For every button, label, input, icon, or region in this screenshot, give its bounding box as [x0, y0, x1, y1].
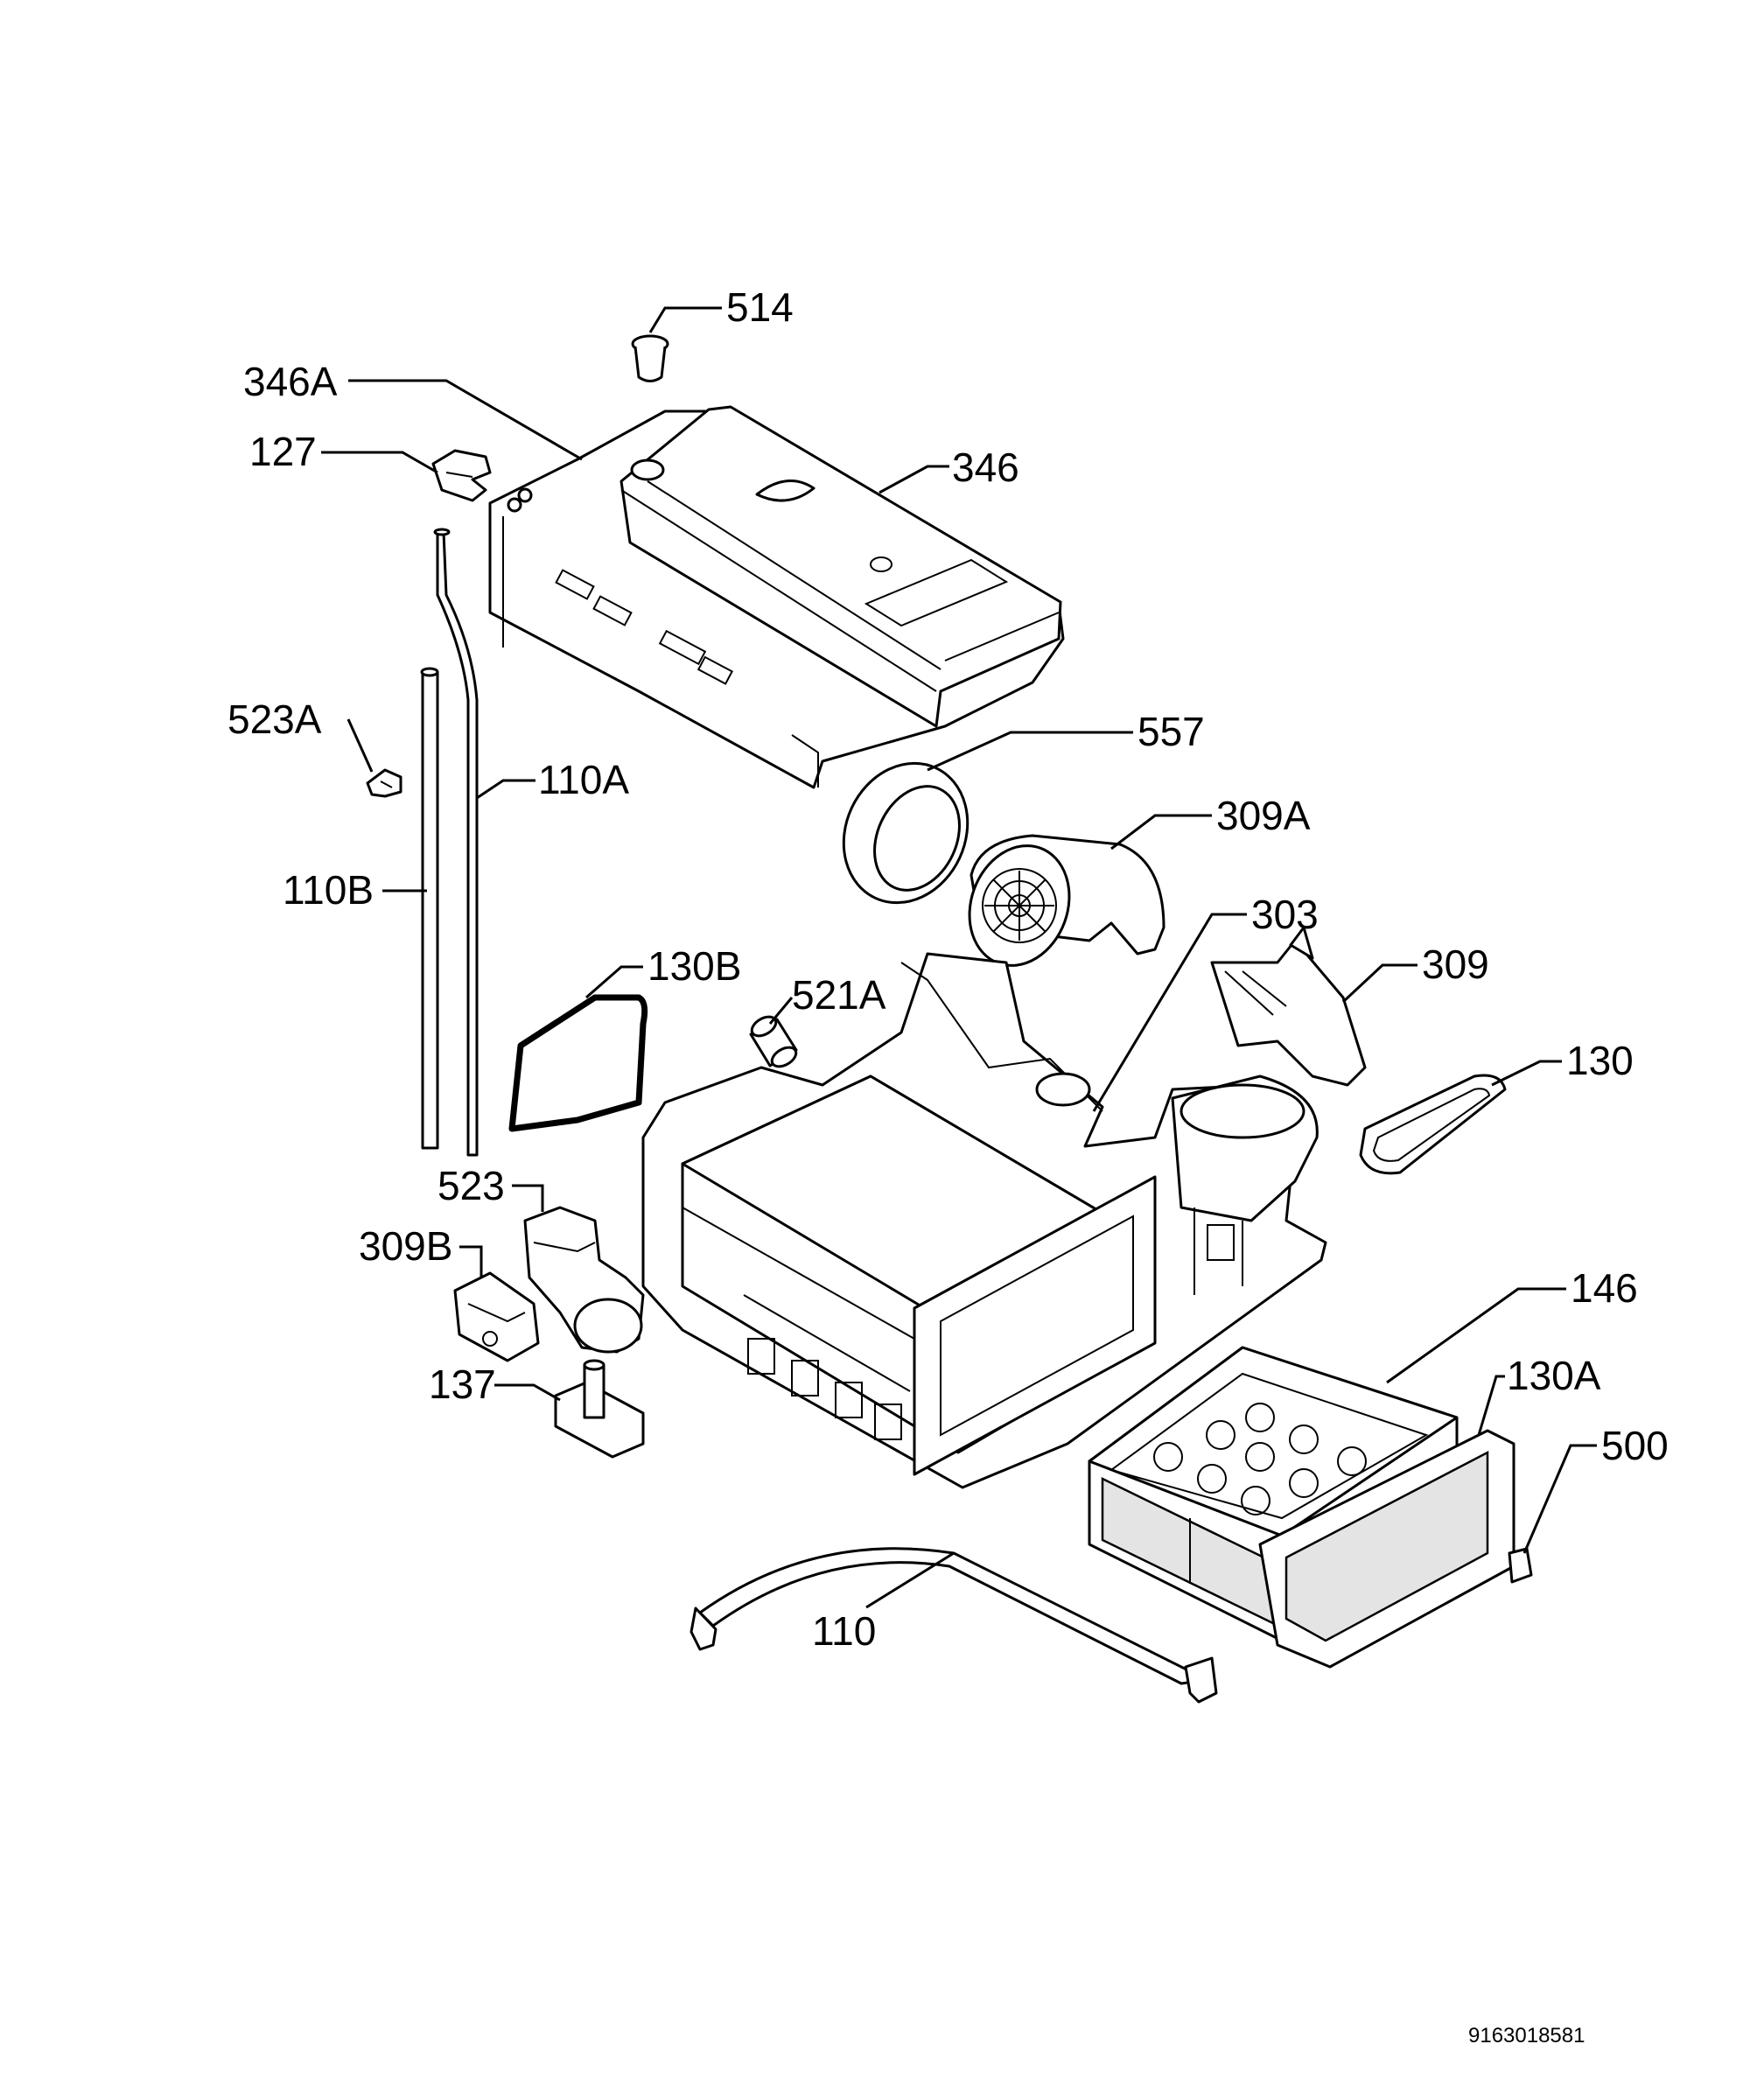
part-127-clip[interactable]: [431, 449, 492, 502]
leader-146: [1386, 1287, 1566, 1384]
leader-557: [927, 731, 1133, 772]
label-110B: 110B: [283, 867, 374, 913]
label-309A: 309A: [1216, 793, 1311, 838]
part-303-base-housing[interactable]: [641, 952, 1327, 1489]
part-309-fan-cover[interactable]: [1210, 926, 1367, 1087]
part-500-knob[interactable]: [1508, 1547, 1533, 1584]
label-557: 557: [1138, 709, 1205, 754]
label-110: 110: [812, 1608, 876, 1654]
part-309A-fan-housing[interactable]: [953, 831, 1166, 979]
label-346: 346: [952, 444, 1019, 490]
part-110-drain-hose[interactable]: [690, 1547, 1218, 1704]
part-labels: 514 346A 127 346 523A 110A 557 309A 110B…: [228, 284, 1669, 1654]
label-309: 309: [1422, 942, 1489, 987]
label-303: 303: [1251, 892, 1319, 937]
label-521A: 521A: [792, 972, 886, 1018]
label-523: 523: [438, 1163, 505, 1208]
leader-500: [1522, 1444, 1597, 1554]
part-309B-pump-cover[interactable]: [453, 1271, 540, 1362]
part-557-seal-ring[interactable]: [822, 743, 990, 923]
label-346A: 346A: [243, 359, 338, 404]
label-130: 130: [1566, 1038, 1634, 1083]
part-130B-gasket[interactable]: [508, 994, 648, 1132]
leader-309B: [459, 1245, 483, 1278]
part-523-pump[interactable]: [523, 1206, 645, 1354]
leader-110A: [476, 779, 536, 800]
leader-lines: [321, 306, 1597, 1609]
part-514-cap[interactable]: [631, 334, 669, 382]
leader-130: [1491, 1060, 1562, 1087]
leader-130A: [1477, 1375, 1505, 1436]
leader-110: [865, 1551, 955, 1609]
leader-346: [878, 465, 949, 494]
label-146: 146: [1571, 1265, 1638, 1311]
document-number: 9163018581: [1468, 2024, 1585, 2048]
label-523A: 523A: [228, 696, 322, 742]
leader-130B: [585, 965, 643, 999]
label-127: 127: [249, 429, 317, 474]
label-514: 514: [726, 284, 794, 330]
label-130B: 130B: [648, 943, 741, 989]
label-110A: 110A: [538, 757, 629, 802]
part-346-water-container[interactable]: [488, 405, 1065, 789]
leader-127: [321, 451, 438, 474]
part-521A-cylinder[interactable]: [749, 1013, 800, 1071]
label-130A: 130A: [1507, 1353, 1601, 1398]
label-309B: 309B: [359, 1223, 452, 1269]
part-523A-clip[interactable]: [366, 768, 402, 798]
label-137: 137: [429, 1362, 496, 1407]
leader-514: [648, 306, 722, 333]
leader-303: [1092, 913, 1247, 1112]
label-500: 500: [1601, 1423, 1669, 1468]
leader-137: [494, 1383, 561, 1402]
leader-309A: [1110, 814, 1212, 850]
leader-346A: [348, 379, 583, 461]
part-137-float[interactable]: [554, 1359, 645, 1459]
part-110B-hose[interactable]: [420, 667, 439, 1150]
part-110A-hose[interactable]: [433, 528, 479, 1157]
leader-523: [512, 1184, 544, 1212]
leader-309: [1341, 963, 1418, 1004]
part-130-gasket[interactable]: [1359, 1074, 1507, 1175]
leader-521A: [768, 997, 794, 1025]
leader-523A: [346, 718, 374, 773]
